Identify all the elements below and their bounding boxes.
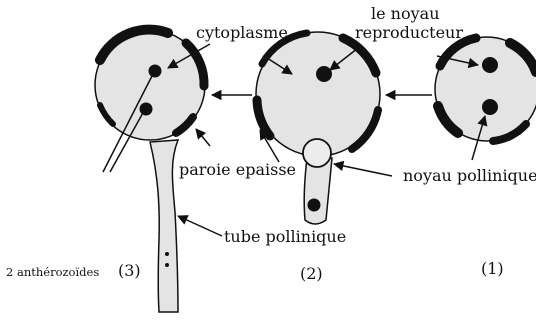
pollen-grain-stage-1 xyxy=(435,37,536,141)
label-stage-3: (3) xyxy=(118,261,141,280)
nucleus-stage-3b xyxy=(140,103,153,116)
label-pollen-tube: tube pollinique xyxy=(224,227,346,246)
label-cytoplasm: cytoplasme xyxy=(196,23,288,42)
label-thick-wall: paroie epaisse xyxy=(179,160,296,179)
pollen-tube-short xyxy=(304,158,332,224)
nucleus-stage-2-reproductive xyxy=(316,66,332,82)
pollen-tube-long xyxy=(150,140,178,312)
antherozoid-dot-1 xyxy=(165,252,169,256)
pointer-wall-3 xyxy=(196,129,210,146)
label-reproductive-nucleus-line2: reproducteur xyxy=(355,23,463,42)
nucleus-stage-1b xyxy=(482,99,498,115)
pointer-pollen-tube-3 xyxy=(178,216,222,236)
label-reproductive-nucleus-line1: le noyau xyxy=(371,4,440,23)
label-pollen-nucleus: noyau pollinique xyxy=(403,166,536,185)
pointer-tube-nucleus-2 xyxy=(334,164,392,176)
nucleus-stage-3a xyxy=(149,65,162,78)
antherozoid-dot-2 xyxy=(165,263,169,267)
pollen-grain-stage-2 xyxy=(256,32,380,224)
label-stage-1: (1) xyxy=(481,259,504,278)
label-stage-2: (2) xyxy=(300,264,323,283)
germination-pore-bulge xyxy=(303,139,331,167)
label-antherozoids: 2 anthérozoïdes xyxy=(6,265,99,279)
nucleus-stage-1a xyxy=(482,57,498,73)
nucleus-stage-2-tube xyxy=(308,199,321,212)
